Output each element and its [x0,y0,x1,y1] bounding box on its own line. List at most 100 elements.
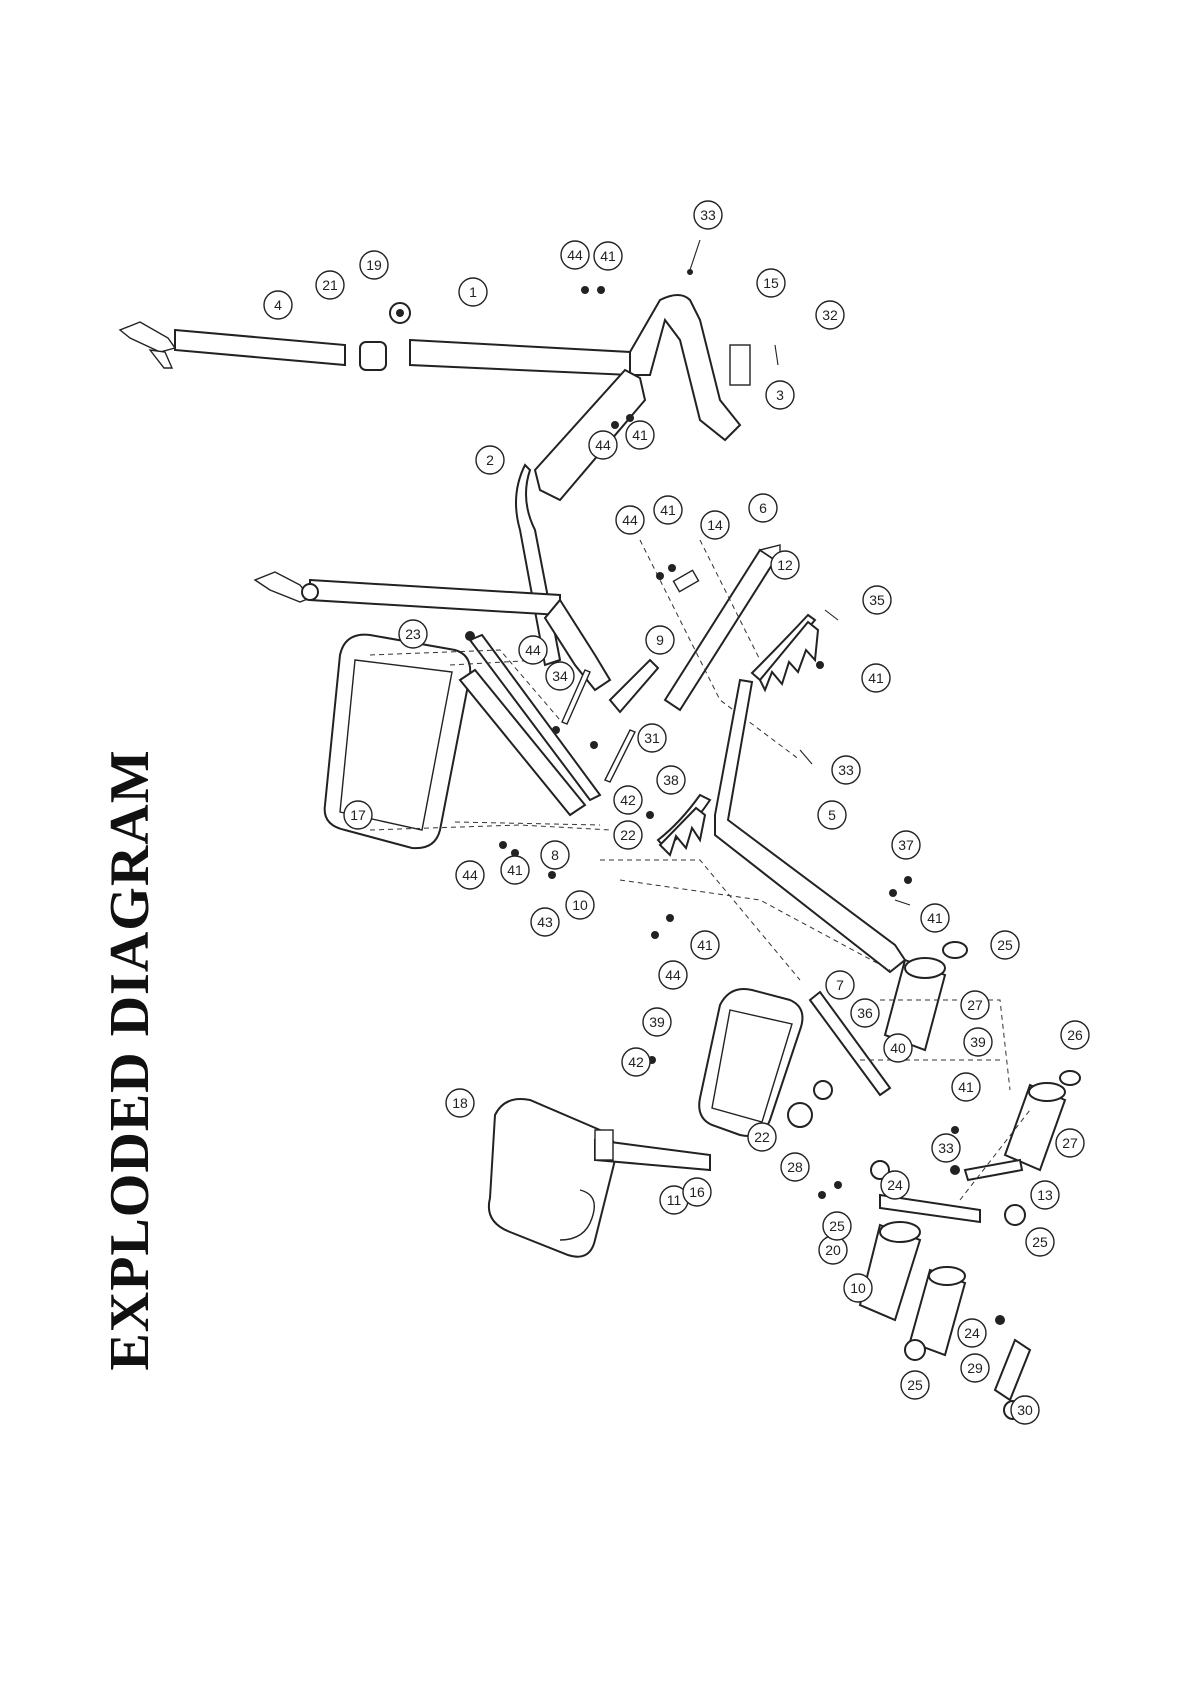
svg-text:44: 44 [595,437,611,453]
svg-text:11: 11 [667,1192,682,1208]
svg-text:15: 15 [763,275,779,291]
svg-text:33: 33 [838,762,854,778]
part-21-collar [360,342,386,370]
svg-text:33: 33 [938,1140,954,1156]
svg-text:41: 41 [958,1079,974,1095]
callout-part-5: 5 [818,801,846,829]
callout-part-10a: 10 [566,891,594,919]
callout-part-3: 3 [766,381,794,409]
callout-part-40: 40 [884,1034,912,1062]
svg-text:42: 42 [628,1054,644,1070]
svg-text:25: 25 [997,937,1013,953]
callout-part-43: 43 [531,908,559,936]
svg-text:41: 41 [927,910,943,926]
callout-part-33a: 33 [694,201,722,229]
part-1-post [410,340,630,375]
back-pad-assembly [325,631,658,848]
svg-text:30: 30 [1017,1402,1033,1418]
svg-text:3: 3 [776,387,784,403]
callout-part-44e: 44 [456,861,484,889]
callout-part-44c: 44 [616,506,644,534]
svg-text:44: 44 [622,512,638,528]
callout-part-41b: 41 [626,421,654,449]
callout-part-31: 31 [638,724,666,752]
svg-text:19: 19 [366,257,382,273]
svg-text:24: 24 [964,1325,980,1341]
svg-text:44: 44 [665,967,681,983]
callout-part-44f: 44 [659,961,687,989]
svg-text:41: 41 [697,937,713,953]
part-4-tube [175,330,345,365]
callout-part-24b: 24 [958,1319,986,1347]
svg-text:14: 14 [707,517,723,533]
part-42-bracket [595,1130,613,1160]
svg-text:41: 41 [507,862,523,878]
svg-text:31: 31 [644,730,660,746]
svg-text:28: 28 [787,1159,803,1175]
part-28-knob [814,1081,832,1099]
svg-text:44: 44 [525,642,541,658]
callout-part-29: 29 [961,1354,989,1382]
svg-text:7: 7 [836,977,844,993]
svg-text:10: 10 [572,897,588,913]
part-2-upright [310,580,560,615]
callout-part-25c: 25 [1026,1228,1054,1256]
svg-text:22: 22 [620,827,636,843]
part-3-foot [630,295,740,440]
svg-text:1: 1 [469,284,477,300]
part-25-cap-top [943,942,967,958]
callout-part-36: 36 [851,999,879,1027]
callout-part-15: 15 [757,269,785,297]
callout-part-33b: 33 [832,756,860,784]
callout-part-34: 34 [546,662,574,690]
callout-part-42a: 42 [622,1048,650,1076]
callout-part-24a: 24 [881,1171,909,1199]
callout-part-41h: 41 [952,1073,980,1101]
svg-text:20: 20 [825,1242,841,1258]
part-29-tube [995,1340,1030,1400]
callout-part-22a: 22 [614,821,642,849]
svg-text:33: 33 [700,207,716,223]
part-18-leg-pad [489,1099,616,1257]
svg-text:44: 44 [567,247,583,263]
svg-text:25: 25 [907,1377,923,1393]
part-4-hook-tip [150,350,172,368]
svg-text:12: 12 [777,557,793,573]
callout-part-42b: 42 [614,786,642,814]
callout-part-41g: 41 [921,904,949,932]
callout-part-44b: 44 [589,431,617,459]
callout-part-2: 2 [476,446,504,474]
svg-text:44: 44 [462,867,478,883]
svg-text:10: 10 [850,1280,866,1296]
svg-text:36: 36 [857,1005,873,1021]
svg-text:41: 41 [868,670,884,686]
callout-part-13: 13 [1031,1181,1059,1209]
part-5-frame [715,680,905,972]
svg-text:9: 9 [656,632,664,648]
callout-part-16: 16 [683,1178,711,1206]
callout-part-18: 18 [446,1089,474,1117]
part-4-hook [120,322,175,352]
svg-text:8: 8 [551,847,559,863]
callout-part-22b: 22 [748,1123,776,1151]
svg-text:39: 39 [649,1014,665,1030]
svg-text:13: 13 [1037,1187,1053,1203]
svg-text:35: 35 [869,592,885,608]
part-14-plate [673,570,698,591]
callout-part-41e: 41 [691,931,719,959]
callout-part-37: 37 [892,831,920,859]
svg-text:40: 40 [890,1040,906,1056]
svg-text:22: 22 [754,1129,770,1145]
svg-text:2: 2 [486,452,494,468]
callout-part-39b: 39 [964,1028,992,1056]
callout-part-41a: 41 [594,242,622,270]
callout-part-21: 21 [316,271,344,299]
callout-part-17: 17 [344,801,372,829]
svg-text:42: 42 [620,792,636,808]
part-25-cap-right [1005,1205,1025,1225]
svg-text:17: 17 [350,807,366,823]
callout-part-1: 1 [459,278,487,306]
callout-part-28: 28 [781,1153,809,1181]
